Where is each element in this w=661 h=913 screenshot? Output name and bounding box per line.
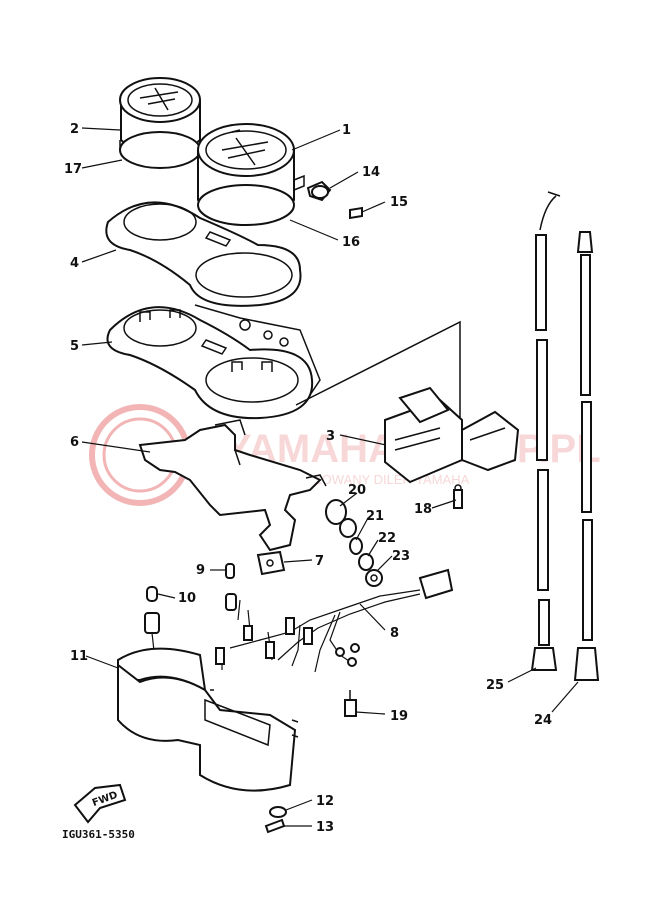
callout-2: 2	[70, 122, 79, 137]
bulb-9	[225, 563, 237, 611]
meter-back-cover	[117, 647, 299, 792]
indicator-housing	[384, 386, 520, 492]
washer-22	[358, 553, 374, 571]
speedometer-cable	[530, 191, 561, 671]
callout-1: 1	[342, 123, 351, 138]
callout-15: 15	[390, 195, 408, 210]
drawing-code: IGU361-5350	[62, 828, 135, 841]
collar-21	[349, 537, 363, 555]
callout-4: 4	[70, 256, 79, 271]
screw-18	[453, 489, 463, 509]
callout-13: 13	[316, 820, 334, 835]
leader-lines	[81, 127, 579, 827]
callout-11: 11	[70, 649, 88, 664]
callout-10: 10	[178, 591, 196, 606]
callout-17: 17	[64, 162, 82, 177]
callout-20: 20	[348, 483, 366, 498]
callout-19: 19	[390, 709, 408, 724]
speedometer-gauge	[197, 123, 305, 226]
meter-housing-lower	[106, 304, 321, 420]
meter-cover-upper	[105, 201, 302, 307]
tachometer-cable	[573, 231, 600, 681]
callout-23: 23	[392, 549, 410, 564]
callout-14: 14	[362, 165, 380, 180]
fwd-arrow: FWD	[73, 783, 127, 824]
callout-3: 3	[326, 429, 335, 444]
nut-23	[365, 569, 383, 587]
screw-15	[349, 206, 363, 220]
clamp-7	[256, 550, 286, 576]
screw-13	[264, 818, 286, 834]
bolt-19	[344, 690, 357, 717]
tachometer-gauge	[119, 77, 201, 169]
callout-5: 5	[70, 339, 79, 354]
callout-18: 18	[414, 502, 432, 517]
callout-8: 8	[390, 626, 399, 641]
trip-knob	[306, 180, 332, 202]
callout-9: 9	[196, 563, 205, 578]
meter-bracket	[138, 419, 327, 552]
callout-7: 7	[315, 554, 324, 569]
washer-12	[269, 806, 287, 818]
callout-21: 21	[366, 509, 384, 524]
callout-6: 6	[70, 435, 79, 450]
callout-16: 16	[342, 235, 360, 250]
callout-24: 24	[534, 713, 552, 728]
callout-12: 12	[316, 794, 334, 809]
callout-25: 25	[486, 678, 504, 693]
grommet-20	[325, 499, 357, 538]
wire-harness	[215, 568, 454, 673]
callout-22: 22	[378, 531, 396, 546]
callout-labels: 2 17 1 14 15 16 4 5 6 3 18 20 21 22 23 7…	[64, 122, 552, 835]
